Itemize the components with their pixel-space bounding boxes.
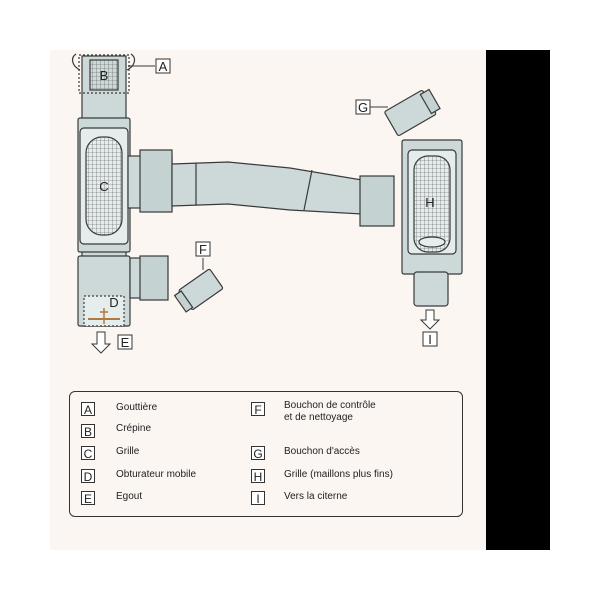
legend-key-d: D <box>81 469 95 484</box>
right-coupling <box>359 175 395 227</box>
label-box-a <box>155 58 171 74</box>
legend-text-c: Grille <box>116 446 140 457</box>
inspection-cap-f <box>173 268 224 313</box>
label-box-i <box>422 331 438 347</box>
label-a: A <box>159 59 168 74</box>
legend-key-b: B <box>81 424 95 439</box>
legend-text-d: Obturateur mobile <box>116 469 197 480</box>
black-side-bar <box>486 50 550 550</box>
flow-arrow-i <box>419 309 441 330</box>
legend-text-g: Bouchon d'accès <box>284 446 360 457</box>
grille-c-mesh <box>85 136 123 236</box>
label-e: E <box>121 335 130 350</box>
side-outlet-collar <box>139 255 169 301</box>
label-h: H <box>425 195 434 210</box>
right-outlet-pipe <box>413 271 449 307</box>
legend-key-a: A <box>81 402 95 417</box>
legend-text-e: Egout <box>116 491 143 502</box>
legend-key-i: I <box>251 491 265 506</box>
flow-arrow-e <box>90 331 112 354</box>
legend-key-c: C <box>81 446 95 461</box>
gutter-hook-right <box>126 53 136 71</box>
strainer-mesh <box>89 59 119 91</box>
legend-text-b: Crépine <box>116 423 152 434</box>
legend-text-h: Grille (maillons plus fins) <box>284 469 393 480</box>
legend-key-h: H <box>251 469 265 484</box>
access-cap-g <box>384 88 441 136</box>
legend-text-f-line1: Bouchon de contrôle <box>284 400 376 411</box>
grille-h-mesh <box>413 155 451 253</box>
label-c: C <box>99 179 108 194</box>
label-i: I <box>428 332 432 347</box>
strainer-outline <box>78 54 130 94</box>
label-box-e <box>117 334 133 350</box>
legend-box: A Gouttière B Crépine C Grille D Obturat… <box>69 391 463 517</box>
grille-h-base <box>418 236 446 248</box>
label-g: G <box>358 100 368 115</box>
left-coupling-ring <box>139 149 173 213</box>
label-box-f <box>195 241 211 257</box>
connecting-pipe-joint-2 <box>303 169 313 211</box>
gutter-hook-left <box>71 53 81 71</box>
label-box-g <box>355 99 371 115</box>
connecting-pipe <box>171 161 363 215</box>
legend-text-i: Vers la citerne <box>284 491 348 502</box>
label-b: B <box>100 68 109 83</box>
legend-key-e: E <box>81 491 95 506</box>
label-d: D <box>109 295 118 310</box>
legend-key-g: G <box>251 446 265 461</box>
legend-text-a: Gouttière <box>116 402 158 413</box>
label-f: F <box>199 242 207 257</box>
legend-text-f-line2: et de nettoyage <box>284 412 353 423</box>
legend-key-f: F <box>251 402 265 417</box>
